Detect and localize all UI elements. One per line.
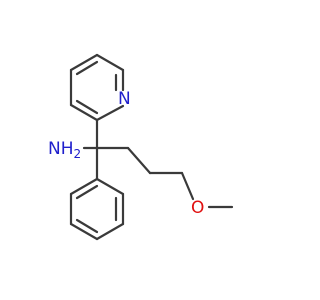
bond — [180, 171, 195, 201]
pyridine-nitrogen-label: N — [118, 89, 131, 109]
phenyl-ring — [69, 177, 125, 241]
bond — [69, 177, 99, 196]
bond — [69, 222, 99, 241]
amine-text: NH — [48, 139, 74, 159]
double-bond — [75, 60, 99, 76]
molecule-structure: N NH2 O — [48, 53, 234, 241]
bond — [69, 53, 99, 72]
amine-label: NH2 — [48, 139, 81, 161]
bond — [95, 177, 125, 196]
bond — [95, 53, 125, 72]
double-bond — [75, 99, 99, 115]
amine-subscript: 2 — [74, 147, 82, 161]
double-bond — [75, 184, 99, 200]
double-bond — [75, 218, 99, 234]
bond — [95, 104, 125, 122]
bond — [126, 146, 152, 175]
pyridine-ring — [69, 53, 125, 122]
ether-oxygen-label: O — [191, 198, 204, 218]
bond — [95, 222, 125, 241]
bond — [69, 103, 99, 122]
